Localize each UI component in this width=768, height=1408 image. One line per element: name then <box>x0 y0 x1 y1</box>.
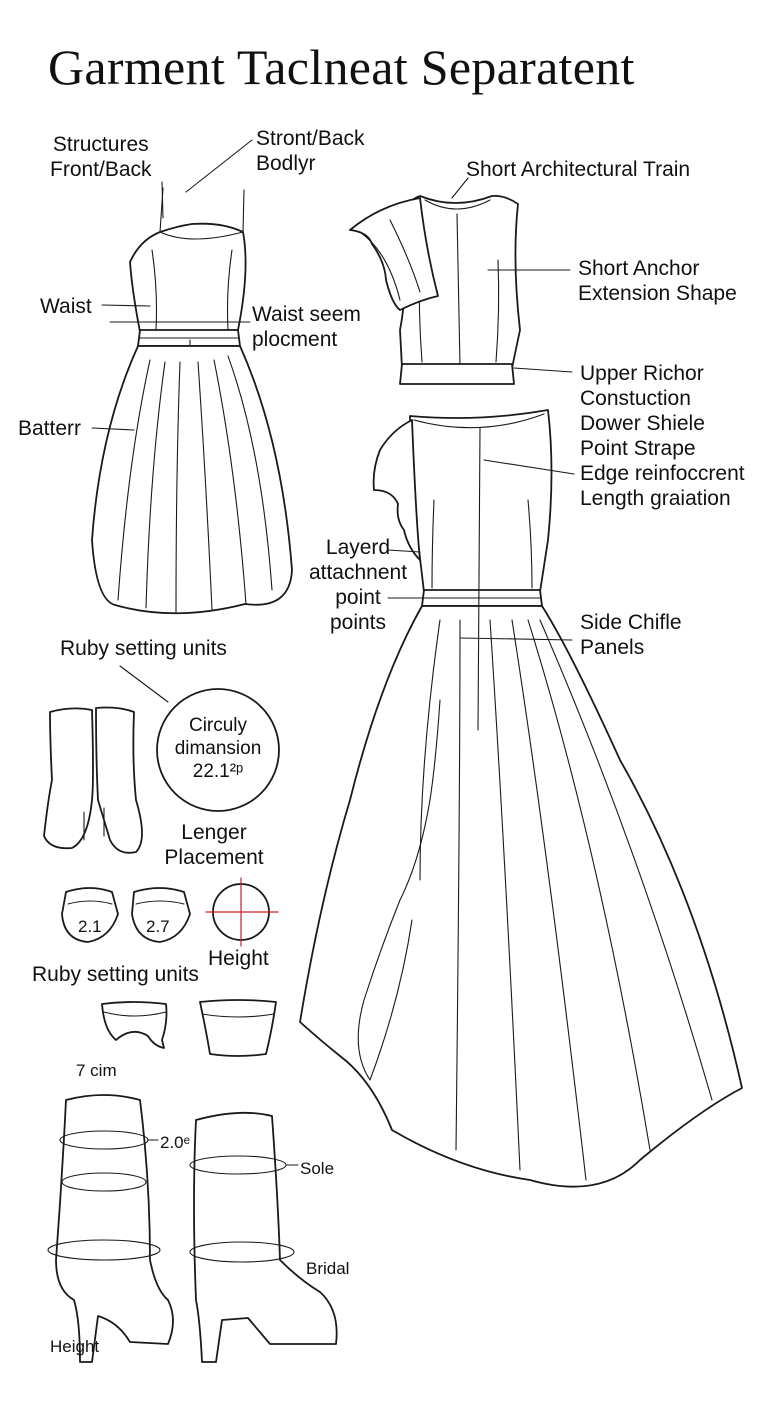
label-line: Circuly <box>188 715 248 736</box>
label-line: 2.7 <box>146 917 170 936</box>
accessories-drawing <box>43 665 280 1057</box>
label-line: Upper Richor <box>580 362 704 385</box>
label-line: plocment <box>252 328 338 351</box>
label-line: Constuction <box>580 387 691 410</box>
label-cap-value-1: 2.1 <box>78 914 102 939</box>
label-line: Sole <box>300 1159 335 1178</box>
boots-drawing <box>47 1094 338 1363</box>
label-line: Batterr <box>18 417 82 440</box>
label-line: Short Architectural Train <box>466 158 691 181</box>
label-structures: Structures Front/Back <box>50 132 152 182</box>
label-line: Stront/Back <box>256 127 365 150</box>
label-line: points <box>329 611 387 634</box>
label-line: Extension Shape <box>578 282 737 305</box>
label-line: Edge reinfoccrent <box>580 462 745 485</box>
label-line: Length graiation <box>580 487 731 510</box>
label-cap-value-2: 2.7 <box>146 914 170 939</box>
label-construction: Upper Richor Constuction Dower Shiele Po… <box>580 361 745 511</box>
label-line: Waist <box>40 295 92 318</box>
label-waist-seam: Waist seem plocment <box>252 302 361 352</box>
label-line: Layerd <box>325 536 391 559</box>
label-line: Structures <box>52 133 149 156</box>
label-line: Placement <box>164 846 264 869</box>
page-title: Garment Taclneat Separatent <box>48 39 635 95</box>
label-line: Side Chifle <box>580 611 682 634</box>
label-line: Lenger <box>181 821 247 844</box>
label-train: Short Architectural Train <box>466 157 690 182</box>
label-line: Short Anchor <box>578 257 700 280</box>
label-height-mid: Height <box>208 946 269 971</box>
label-line: dimansion <box>174 738 262 759</box>
dress-drawing <box>91 187 293 615</box>
label-batterr: Batterr <box>18 416 81 441</box>
label-line: Height <box>50 1337 100 1356</box>
label-bridal: Bridal <box>306 1256 349 1281</box>
label-anchor: Short Anchor Extension Shape <box>578 256 737 306</box>
label-line: attachnent <box>308 561 408 584</box>
label-line: Dower Shiele <box>580 412 705 435</box>
label-line: 7 cim <box>76 1061 117 1080</box>
label-line: 22.1²ᵖ <box>192 761 244 782</box>
label-line: Ruby setting units <box>32 963 199 986</box>
label-side-panels: Side Chifle Panels <box>580 610 682 660</box>
gown-drawing <box>299 409 743 1188</box>
label-line: 2.0ᵉ <box>160 1133 190 1152</box>
label-ruby-top: Ruby setting units <box>60 636 227 661</box>
label-ruby-bottom: Ruby setting units <box>32 962 199 987</box>
label-line: Front/Back <box>50 158 152 181</box>
label-boot-top: 7 cim <box>76 1058 117 1083</box>
label-stront-back: Stront/Back Bodlyr <box>256 126 365 176</box>
bodice-drawing <box>349 195 521 385</box>
label-height-bottom: Height <box>50 1334 99 1359</box>
label-line: 2.1 <box>78 917 102 936</box>
label-line: Panels <box>580 636 645 659</box>
label-line: Height <box>208 947 269 970</box>
label-line: Bridal <box>306 1259 350 1278</box>
label-waist: Waist <box>40 294 92 319</box>
label-line: Ruby setting units <box>60 637 227 660</box>
label-line: Point Strape <box>580 437 696 460</box>
label-circle-dimension: Circuly dimansion 22.1²ᵖ <box>164 714 272 783</box>
label-line: Bodlyr <box>256 152 316 175</box>
label-layered: Layerd attachnent point points <box>302 535 414 635</box>
label-line: point <box>335 586 381 609</box>
label-lenger-placement: Lenger Placement <box>158 820 270 870</box>
label-boot-shaft: 2.0ᵉ <box>160 1130 190 1155</box>
label-sole: Sole <box>300 1156 334 1181</box>
label-line: Waist seem <box>252 303 361 326</box>
